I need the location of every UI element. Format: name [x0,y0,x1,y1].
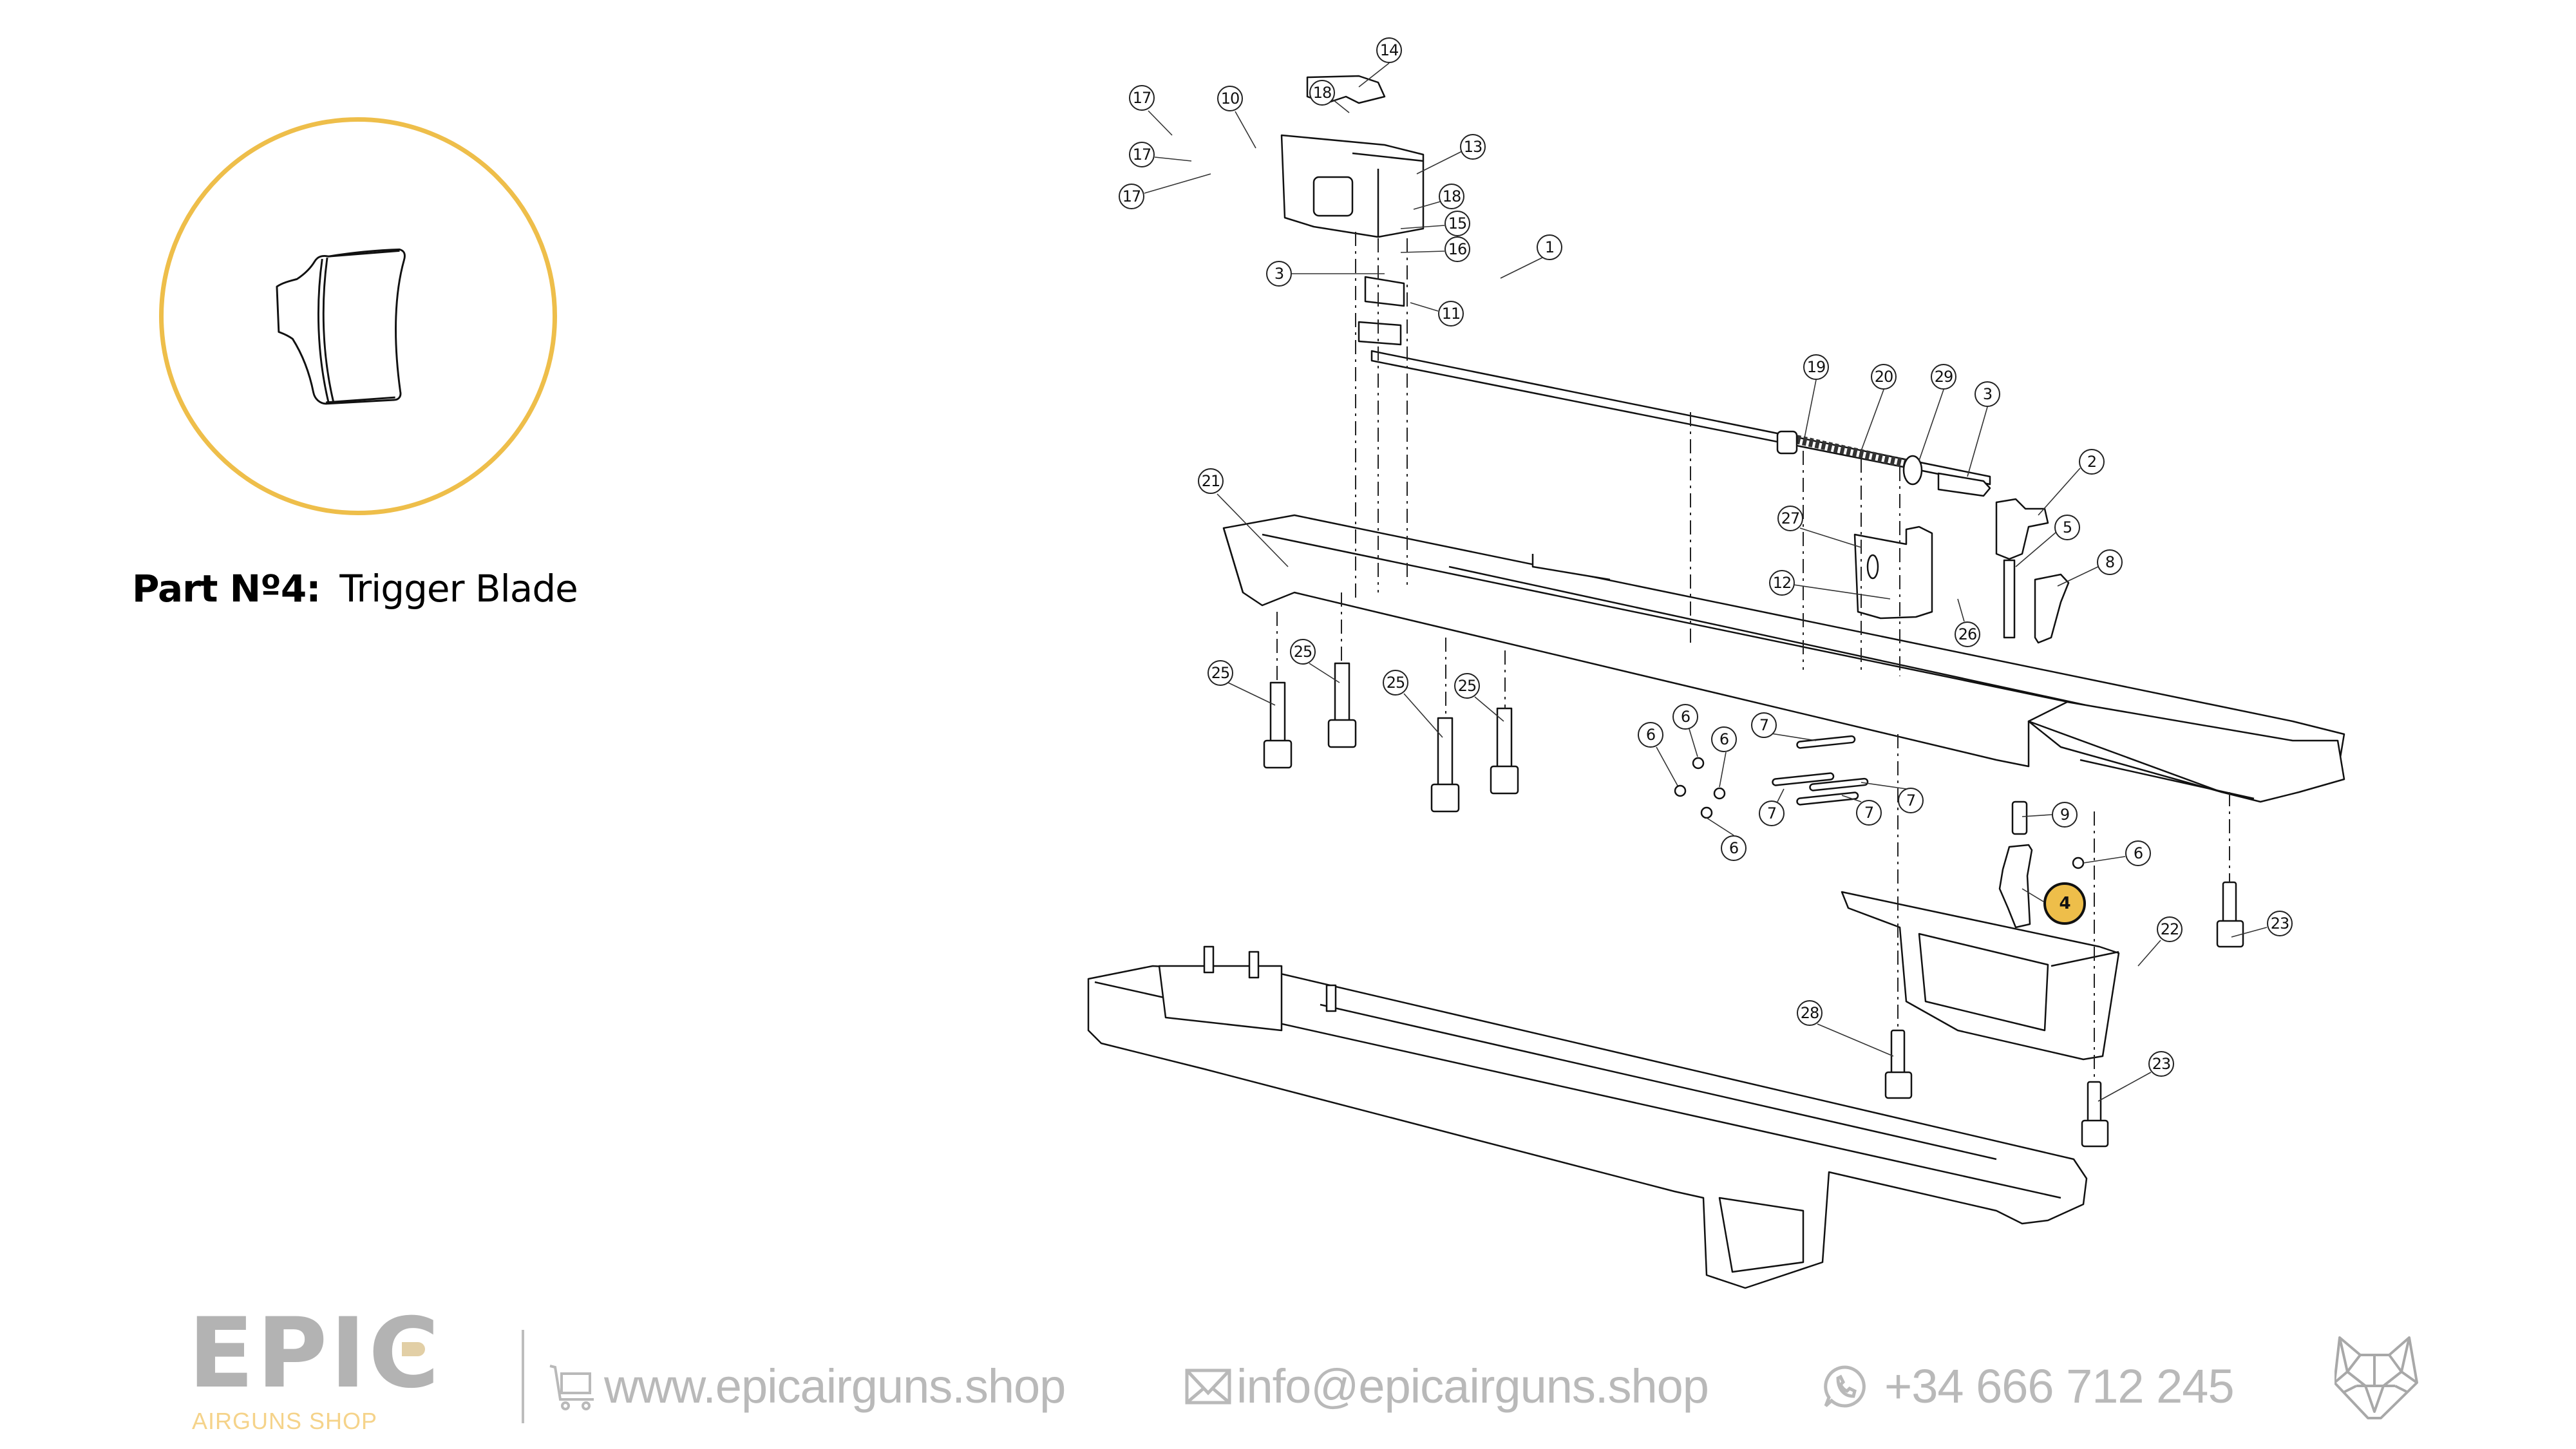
part-callout-21[interactable]: 21 [1198,468,1224,494]
part-callout-7[interactable]: 7 [1856,800,1882,826]
part-callout-27[interactable]: 27 [1777,506,1803,531]
email-text: info@epicairguns.shop [1236,1359,1709,1413]
part-callout-22[interactable]: 22 [2157,916,2183,942]
part-callout-17[interactable]: 17 [1129,85,1155,111]
part-callout-18[interactable]: 18 [1439,184,1464,209]
part-callout-12[interactable]: 12 [1769,570,1795,596]
part-callout-15[interactable]: 15 [1444,211,1470,236]
part-callout-16[interactable]: 16 [1444,236,1470,262]
part-callout-7[interactable]: 7 [1751,712,1777,738]
part-callout-6[interactable]: 6 [1721,835,1747,861]
part-callout-6[interactable]: 6 [2125,840,2151,866]
part-callout-28[interactable]: 28 [1797,1000,1823,1026]
footer: EPIC AIRGUNS SHOP www.epicairguns.shop i… [0,1298,2576,1436]
email-link[interactable]: info@epicairguns.shop [1185,1359,1709,1414]
shopping-cart-icon [547,1361,599,1412]
part-callout-25[interactable]: 25 [1208,660,1233,686]
part-callout-20[interactable]: 20 [1871,364,1897,390]
part-callout-13[interactable]: 13 [1460,134,1486,160]
part-callout-23[interactable]: 23 [2267,911,2293,936]
part-caption: Part Nº4: Trigger Blade [132,567,578,611]
part-callout-8[interactable]: 8 [2097,549,2123,575]
part-callout-3[interactable]: 3 [1266,261,1292,287]
part-callout-14[interactable]: 14 [1376,37,1402,63]
website-link[interactable]: www.epicairguns.shop [547,1359,1066,1414]
part-callout-6[interactable]: 6 [1638,722,1663,748]
part-callout-29[interactable]: 29 [1931,364,1956,390]
part-callout-6[interactable]: 6 [1672,704,1698,730]
part-callout-7[interactable]: 7 [1759,800,1785,826]
part-callout-1[interactable]: 1 [1537,234,1562,260]
part-number-label: Part Nº4: [132,567,321,611]
part-callout-23[interactable]: 23 [2148,1051,2174,1077]
logo-subtitle: AIRGUNS SHOP [192,1408,378,1434]
part-callout-17[interactable]: 17 [1129,142,1155,167]
whatsapp-icon [1823,1364,1868,1409]
logo-accent-shape [402,1342,425,1356]
part-callout-25[interactable]: 25 [1454,673,1480,699]
trigger-blade-icon [276,248,406,405]
part-callout-2[interactable]: 2 [2079,449,2105,475]
envelope-icon [1185,1367,1231,1406]
wolf-head-icon [2333,1328,2425,1421]
part-callout-3[interactable]: 3 [1975,381,2000,407]
part-name: Trigger Blade [339,567,578,611]
logo-wordmark: EPIC [188,1298,442,1410]
part-callout-25[interactable]: 25 [1383,670,1408,696]
part-callout-4[interactable]: 4 [2043,882,2086,925]
footer-divider [522,1330,524,1423]
part-callout-11[interactable]: 11 [1438,301,1464,327]
part-detail-circle [159,117,557,515]
website-text: www.epicairguns.shop [604,1359,1066,1413]
part-callout-6[interactable]: 6 [1711,726,1737,752]
phone-link[interactable]: +34 666 712 245 [1823,1359,2235,1414]
part-callout-19[interactable]: 19 [1803,354,1829,380]
part-callout-17[interactable]: 17 [1119,184,1144,209]
phone-text: +34 666 712 245 [1884,1359,2235,1413]
part-callout-7[interactable]: 7 [1898,788,1924,813]
part-callout-26[interactable]: 26 [1955,621,1980,647]
part-callout-10[interactable]: 10 [1217,86,1243,111]
part-callout-25[interactable]: 25 [1290,639,1316,665]
part-callout-9[interactable]: 9 [2052,802,2078,828]
epic-airguns-logo[interactable]: EPIC AIRGUNS SHOP [188,1298,446,1434]
part-callout-5[interactable]: 5 [2054,515,2080,540]
part-callout-18[interactable]: 18 [1309,80,1335,106]
